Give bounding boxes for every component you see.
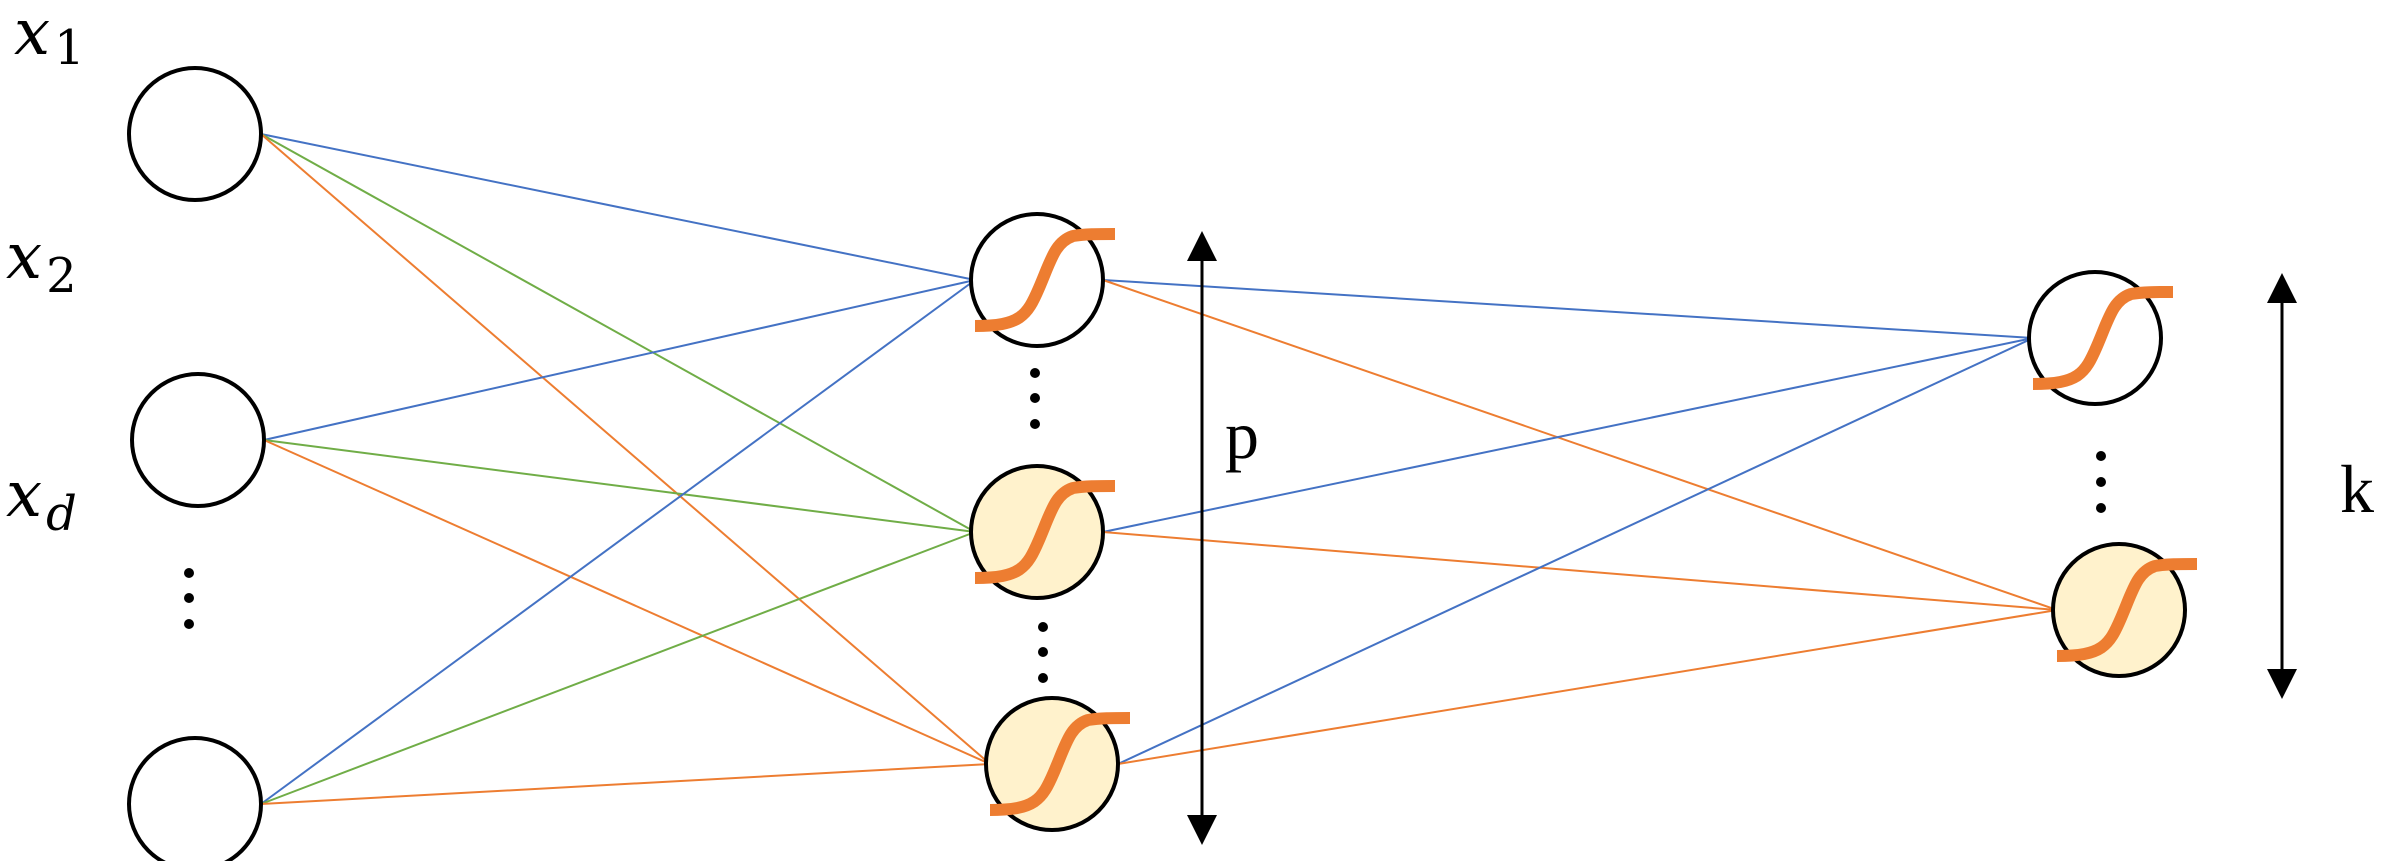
input-label-xd: xd	[6, 458, 77, 542]
sigmoid-icon	[989, 712, 1131, 816]
output-node-1	[2027, 270, 2174, 406]
input-label-x2-sub: 2	[46, 248, 77, 304]
edge-h2-o2	[1102, 531, 2058, 611]
edge-xd-h1	[260, 279, 976, 805]
edge-h3-o2	[1117, 609, 2058, 765]
ellipsis-dot	[1038, 622, 1048, 632]
ellipsis-dot	[2096, 451, 2106, 461]
edge-h3-o1	[1117, 337, 2034, 765]
edge-x1-h1	[260, 133, 976, 281]
edge-x2-h1	[263, 279, 976, 441]
hidden-node-2	[969, 464, 1116, 600]
input-labels: x1 x2 xd	[6, 0, 85, 542]
edge-xd-h2	[260, 531, 976, 805]
ellipsis-dot	[1038, 647, 1048, 657]
hidden-ellipsis-lower	[1038, 622, 1048, 683]
ellipsis-dot	[184, 619, 194, 629]
output-ellipsis	[2096, 451, 2106, 513]
ellipsis-dot	[1038, 673, 1048, 683]
output-node-k	[2051, 542, 2198, 678]
edge-x2-h3	[263, 439, 991, 765]
input-node-x2	[130, 372, 266, 508]
input-label-x1-sub: 1	[54, 20, 85, 76]
hidden-size-label: p	[1225, 397, 1259, 473]
edge-h1-o2	[1102, 279, 2058, 611]
connection-edges	[260, 133, 2058, 805]
ellipsis-dot	[2096, 503, 2106, 513]
input-label-x1: x1	[14, 0, 85, 76]
ellipsis-dot	[1030, 393, 1040, 403]
sigmoid-icon	[2056, 558, 2198, 662]
sigmoid-icon	[974, 228, 1116, 332]
ellipsis-dot	[184, 593, 194, 603]
edge-xd-h3	[260, 763, 991, 805]
input-label-x2-var: x	[6, 220, 42, 294]
node-circle	[127, 66, 263, 202]
edge-h2-o1	[1102, 337, 2034, 533]
edge-x2-h2	[263, 439, 976, 533]
node-circle	[130, 372, 266, 508]
output-size-label: k	[2340, 451, 2374, 527]
input-node-x1	[127, 66, 263, 202]
edge-x1-h2	[260, 133, 976, 533]
input-label-xd-sub: d	[46, 486, 77, 542]
input-label-x1-var: x	[14, 0, 50, 70]
hidden-ellipsis-upper	[1030, 368, 1040, 429]
hidden-node-p	[984, 696, 1131, 832]
sigmoid-icon	[974, 480, 1116, 584]
input-ellipsis	[184, 568, 194, 629]
ellipsis-dot	[2096, 477, 2106, 487]
ellipsis-dot	[1030, 368, 1040, 378]
edge-x1-h3	[260, 133, 991, 765]
ellipsis-dot	[184, 568, 194, 578]
network-nodes	[127, 66, 2198, 861]
input-label-xd-var: x	[6, 458, 42, 532]
ellipsis-dot	[1030, 419, 1040, 429]
input-node-xd	[127, 736, 263, 861]
sigmoid-icon	[2032, 286, 2174, 390]
edge-h1-o1	[1102, 279, 2034, 339]
node-circle	[127, 736, 263, 861]
input-label-x2: x2	[6, 220, 77, 304]
hidden-node-1	[969, 212, 1116, 348]
